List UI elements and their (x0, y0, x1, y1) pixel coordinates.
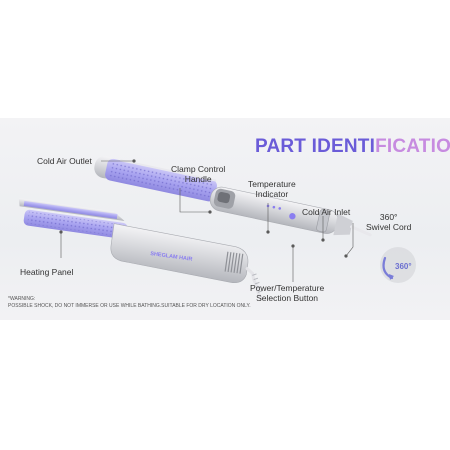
label-heating-panel: Heating Panel (20, 267, 74, 277)
styler-body (110, 223, 249, 284)
label-cold-air-inlet: Cold Air Inlet (302, 207, 351, 217)
label-temperature-line2: Indicator (255, 189, 289, 199)
clamp-arm (120, 159, 217, 182)
warning-text: POSSIBLE SHOCK, DO NOT IMMERSE OR USE WH… (8, 303, 251, 309)
lower-barrel-dots (27, 211, 125, 237)
end-cap (333, 213, 353, 236)
label-swivel-cord: 360° Swivel Cord (366, 212, 411, 232)
upper-plate-lavender (23, 200, 118, 219)
power-button (289, 213, 296, 220)
label-swivel-line2: Swivel Cord (366, 222, 412, 232)
cord-coils (252, 273, 263, 293)
coiled-cord (245, 267, 263, 301)
title-part-1: PART IDENTI (255, 136, 376, 157)
label-swivel-line1: 360° (379, 212, 398, 222)
label-power-line1: Power/Temperature (250, 283, 325, 293)
temperature-light-2 (272, 205, 276, 209)
vent-grill (224, 251, 244, 274)
swivel-badge-text: 360° (395, 262, 412, 271)
clamp-lever-top (217, 191, 231, 204)
warning-title: *WARNING: (8, 296, 36, 302)
label-cold-air-outlet: Cold Air Outlet (37, 156, 92, 166)
barrel-dots (108, 161, 214, 199)
page-title: PART IDENTIFICATION (255, 136, 450, 158)
swivel-badge: 360° (380, 247, 416, 283)
title-part-2: FICATION (375, 136, 450, 157)
swivel-cord (350, 225, 372, 237)
label-temperature-indicator: Temperature Indicator (248, 179, 296, 199)
label-clamp-control: Clamp Control Handle (171, 164, 225, 184)
label-temperature-line1: Temperature (248, 179, 296, 189)
temperature-light-3 (278, 207, 282, 210)
main-styler (94, 156, 372, 237)
label-clamp-control-line1: Clamp Control (171, 164, 226, 174)
secondary-styler: SHEGLAM HAIR (18, 198, 263, 301)
leader-lines (59, 159, 354, 282)
brand-logo: SHEGLAM HAIR (150, 251, 193, 263)
label-power-line2: Selection Button (256, 293, 319, 303)
label-power-temperature: Power/Temperature Selection Button (250, 283, 324, 303)
label-clamp-control-line2: Handle (184, 174, 212, 184)
